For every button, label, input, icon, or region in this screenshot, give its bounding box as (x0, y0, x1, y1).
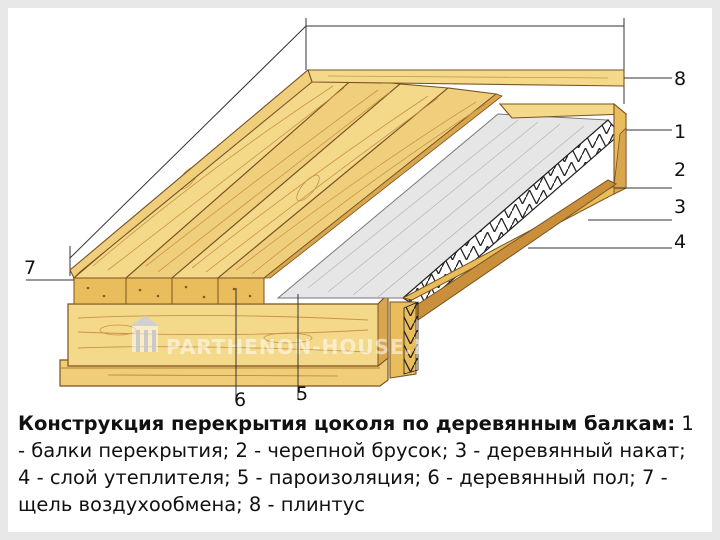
floor-construction-diagram: PARTHENON-HOUSE.RU 8 1 2 3 4 5 6 7 (24, 18, 686, 408)
label-8: 8 (674, 68, 686, 90)
caption-text: 1 - балки перекрытия; 2 - черепной брусо… (18, 412, 694, 516)
label-2: 2 (674, 159, 686, 181)
label-4: 4 (674, 231, 686, 253)
deck-boards (72, 77, 503, 279)
watermark-text: PARTHENON-HOUSE.RU (166, 335, 447, 359)
leader-lines (26, 77, 672, 400)
label-6: 6 (234, 389, 246, 408)
watermark-logo (130, 316, 160, 352)
caption-title: Конструкция перекрытия цоколя по деревян… (18, 412, 676, 435)
label-7: 7 (24, 257, 36, 279)
skirting-board (69, 69, 625, 279)
dimension-lines (69, 18, 625, 276)
label-3: 3 (674, 196, 686, 218)
caption: Конструкция перекрытия цоколя по деревян… (18, 410, 702, 518)
beam-end (389, 301, 419, 379)
label-5: 5 (296, 383, 308, 405)
label-1: 1 (674, 121, 686, 143)
slide: PARTHENON-HOUSE.RU 8 1 2 3 4 5 6 7 Конст… (8, 8, 712, 532)
